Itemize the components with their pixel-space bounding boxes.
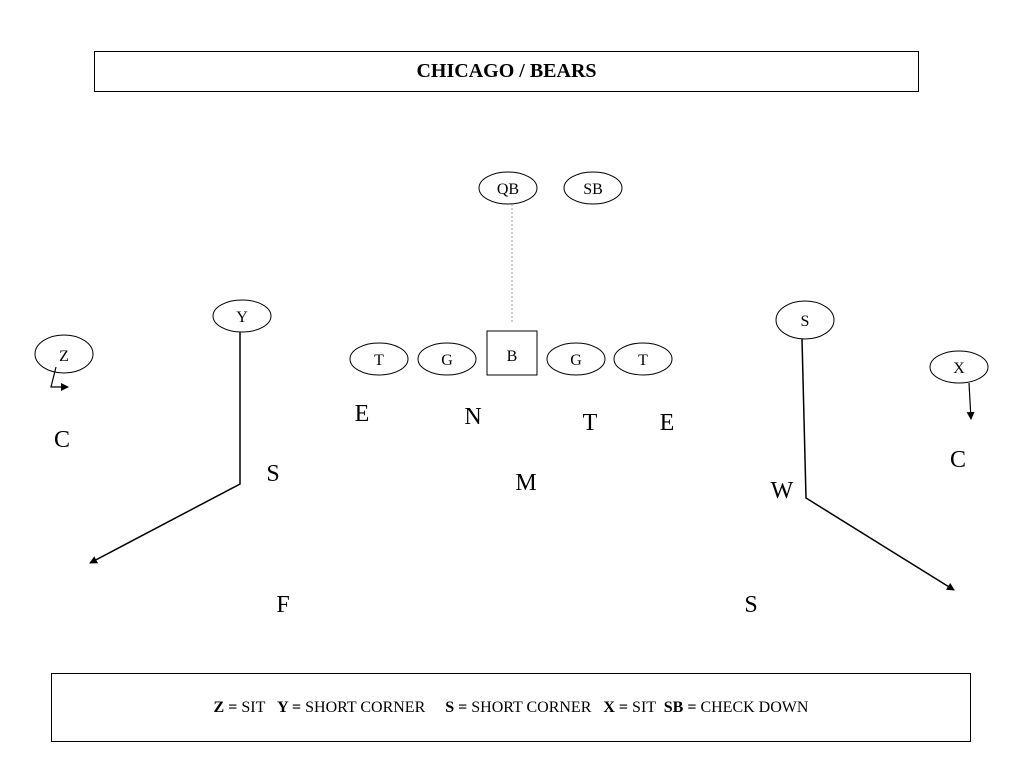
defender-strong-lb: S xyxy=(266,461,279,487)
legend-z-value: SIT xyxy=(237,698,278,716)
legend-y-value: SHORT CORNER xyxy=(301,698,446,716)
play-title: CHICAGO / BEARS xyxy=(94,51,919,92)
defender-left-end: E xyxy=(355,401,370,427)
legend-sb-key: SB = xyxy=(663,698,697,716)
defender-free-safety: F xyxy=(276,592,289,618)
defender-right-corner: C xyxy=(950,447,966,473)
defender-mike-lb: M xyxy=(515,470,536,496)
s-label: S xyxy=(801,313,810,330)
left-tackle-label: T xyxy=(374,352,384,369)
x-player: X xyxy=(929,350,989,384)
defender-tackle: T xyxy=(583,410,598,436)
y-player: Y xyxy=(212,299,272,333)
left-guard-label: G xyxy=(441,352,453,369)
s-player: S xyxy=(775,300,835,340)
legend-x-value: SIT xyxy=(628,698,664,716)
z-player: Z xyxy=(34,334,94,374)
route-legend: Z = SIT Y = SHORT CORNER S = SHORT CORNE… xyxy=(51,673,971,742)
s-route xyxy=(801,338,955,591)
legend-sb-value: CHECK DOWN xyxy=(696,698,809,716)
right-tackle: T xyxy=(613,342,673,376)
legend-x-key: X = xyxy=(603,698,629,716)
center-label: B xyxy=(507,348,518,365)
legend-s-key: S = xyxy=(445,698,468,716)
sb-player: SB xyxy=(563,171,623,205)
right-guard-label: G xyxy=(570,352,582,369)
qb-player: QB xyxy=(478,171,538,205)
defender-nose: N xyxy=(464,404,481,430)
left-tackle: T xyxy=(349,342,409,376)
y-label: Y xyxy=(236,309,248,326)
x-route xyxy=(966,382,975,420)
defender-right-end: E xyxy=(660,410,675,436)
center-player: B xyxy=(486,330,538,376)
sb-label: SB xyxy=(583,181,603,198)
y-route xyxy=(89,332,241,564)
defender-left-corner: C xyxy=(54,427,70,453)
legend-s-value: SHORT CORNER xyxy=(467,698,604,716)
qb-label: QB xyxy=(497,181,519,198)
z-route xyxy=(50,366,69,391)
right-tackle-label: T xyxy=(638,352,648,369)
z-label: Z xyxy=(59,348,69,365)
legend-z-key: Z = xyxy=(213,698,238,716)
right-guard: G xyxy=(546,342,606,376)
x-label: X xyxy=(953,360,965,377)
defender-will-lb: W xyxy=(771,478,794,504)
defender-strong-safety: S xyxy=(744,592,757,618)
legend-y-key: Y = xyxy=(277,698,302,716)
left-guard: G xyxy=(417,342,477,376)
